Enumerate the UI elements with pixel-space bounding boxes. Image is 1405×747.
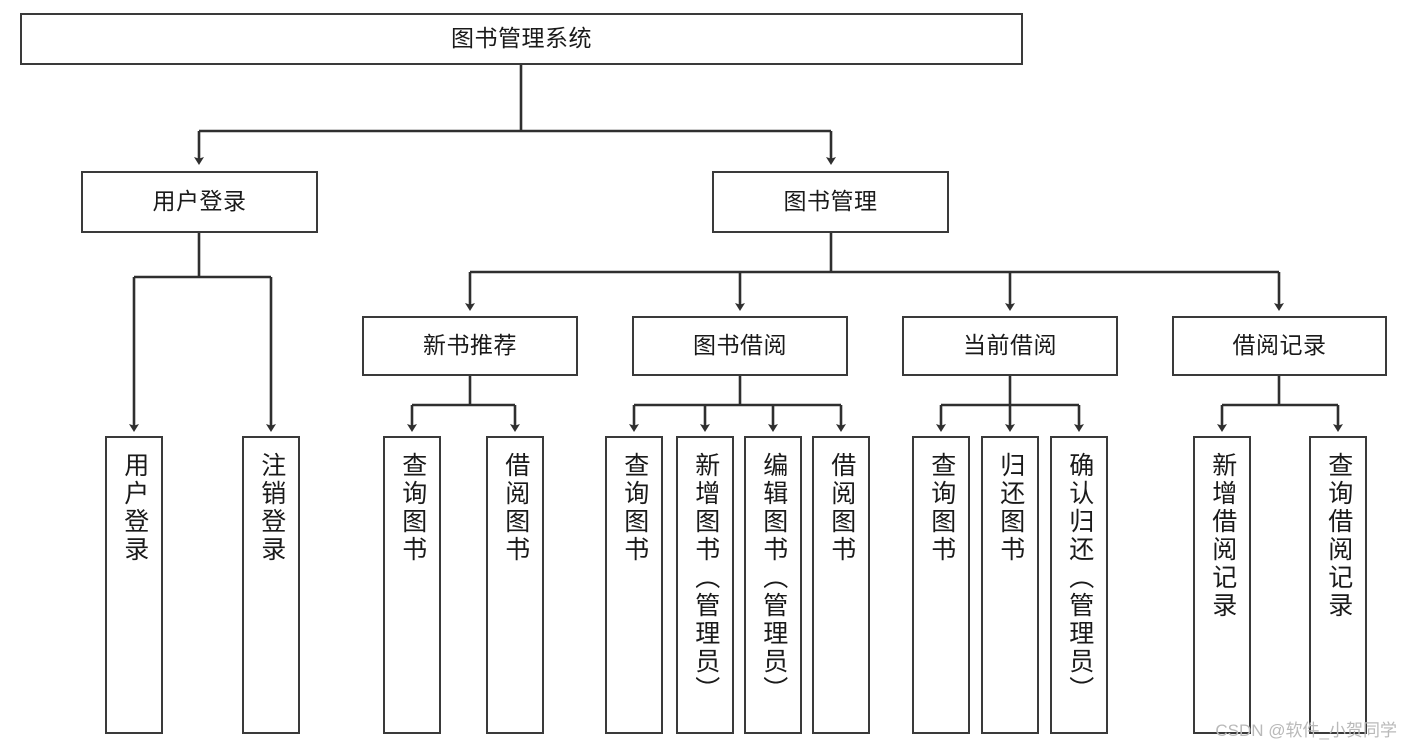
- node-label: 图书管理系统: [451, 25, 592, 52]
- leaf-borrow-edit-book-admin[interactable]: 编辑图书（管理员）: [744, 436, 802, 734]
- leaf-record-add-borrow-record[interactable]: 新增借阅记录: [1193, 436, 1251, 734]
- node-label: 查询图书: [620, 452, 649, 564]
- node-current-borrow[interactable]: 当前借阅: [902, 316, 1118, 376]
- node-book-borrow[interactable]: 图书借阅: [632, 316, 848, 376]
- node-label: 借阅图书: [827, 452, 856, 564]
- node-label: 查询借阅记录: [1324, 452, 1353, 620]
- node-label: 查询图书: [398, 452, 427, 564]
- node-label: 当前借阅: [963, 332, 1057, 359]
- node-borrow-record[interactable]: 借阅记录: [1172, 316, 1387, 376]
- node-label: 归还图书: [996, 452, 1025, 564]
- node-label: 编辑图书（管理员）: [759, 452, 788, 704]
- leaf-borrow-query-book[interactable]: 查询图书: [605, 436, 663, 734]
- leaf-current-return-book[interactable]: 归还图书: [981, 436, 1039, 734]
- node-label: 新增图书（管理员）: [691, 452, 720, 704]
- leaf-recommend-borrow-book[interactable]: 借阅图书: [486, 436, 544, 734]
- leaf-recommend-query-book[interactable]: 查询图书: [383, 436, 441, 734]
- node-label: 图书借阅: [693, 332, 787, 359]
- node-label: 新书推荐: [423, 332, 517, 359]
- leaf-borrow-borrow-book[interactable]: 借阅图书: [812, 436, 870, 734]
- node-label: 用户登录: [120, 452, 149, 564]
- leaf-record-query-borrow-record[interactable]: 查询借阅记录: [1309, 436, 1367, 734]
- node-label: 图书管理: [783, 188, 878, 215]
- node-label: 借阅记录: [1232, 332, 1327, 359]
- node-label: 确认归还（管理员）: [1065, 452, 1094, 704]
- node-root-book-management-system[interactable]: 图书管理系统: [20, 13, 1023, 65]
- node-label: 用户登录: [152, 188, 247, 215]
- leaf-current-confirm-return-admin[interactable]: 确认归还（管理员）: [1050, 436, 1108, 734]
- leaf-current-query-book[interactable]: 查询图书: [912, 436, 970, 734]
- node-label: 借阅图书: [501, 452, 530, 564]
- node-label: 查询图书: [927, 452, 956, 564]
- node-label: 新增借阅记录: [1208, 452, 1237, 620]
- leaf-user-login[interactable]: 用户登录: [105, 436, 163, 734]
- node-user-login[interactable]: 用户登录: [81, 171, 318, 233]
- node-new-book-recommend[interactable]: 新书推荐: [362, 316, 578, 376]
- csdn-watermark: CSDN @软件_小贺同学: [1215, 721, 1397, 740]
- node-book-management[interactable]: 图书管理: [712, 171, 949, 233]
- node-label: 注销登录: [257, 452, 286, 564]
- leaf-logout[interactable]: 注销登录: [242, 436, 300, 734]
- leaf-borrow-add-book-admin[interactable]: 新增图书（管理员）: [676, 436, 734, 734]
